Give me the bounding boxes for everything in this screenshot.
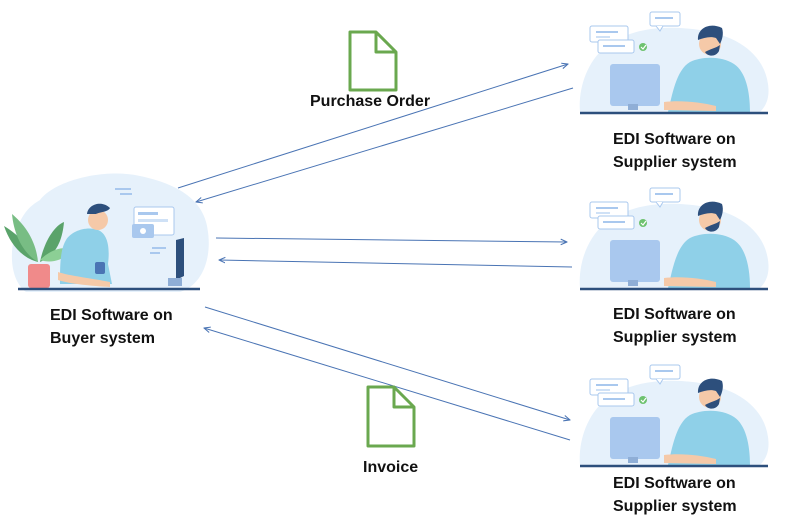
supplier-2-label-line1: EDI Software on — [613, 306, 736, 323]
arrow-supplier-1-to-buyer — [196, 87, 574, 202]
supplier-2-label: EDI Software on Supplier system — [613, 303, 737, 349]
buyer-illustration — [4, 173, 209, 292]
purchase-order-text: Purchase Order — [310, 93, 431, 110]
arrow-buyer-to-supplier-2 — [215, 237, 567, 242]
supplier-3-label: EDI Software on Supplier system — [613, 472, 737, 518]
buyer-label-line1: EDI Software on — [50, 307, 173, 324]
arrow-supplier-2-to-buyer — [219, 260, 573, 268]
invoice-document-icon — [366, 385, 416, 448]
supplier-2-label-line2: Supplier system — [613, 329, 737, 346]
supplier-illustration-2 — [578, 186, 770, 291]
purchase-order-document-icon — [348, 30, 398, 92]
invoice-label: Invoice — [363, 456, 418, 479]
supplier-1-label-line2: Supplier system — [613, 154, 737, 171]
arrow-buyer-to-supplier-3 — [204, 306, 570, 420]
supplier-3-label-line1: EDI Software on — [613, 475, 736, 492]
supplier-1-label: EDI Software on Supplier system — [613, 128, 737, 174]
invoice-text: Invoice — [363, 459, 419, 476]
buyer-monitor — [176, 238, 184, 280]
arrow-supplier-3-to-buyer — [204, 328, 571, 441]
supplier-3-label-line2: Supplier system — [613, 498, 737, 515]
exchange-arrows — [177, 64, 574, 441]
supplier-1-label-line1: EDI Software on — [613, 131, 736, 148]
supplier-illustration-3 — [578, 363, 770, 468]
buyer-label-line2: Buyer system — [50, 330, 155, 347]
purchase-order-label: Purchase Order — [310, 90, 430, 113]
buyer-label: EDI Software on Buyer system — [50, 304, 173, 350]
arrow-buyer-to-supplier-1 — [177, 64, 568, 189]
supplier-illustration — [579, 11, 769, 115]
